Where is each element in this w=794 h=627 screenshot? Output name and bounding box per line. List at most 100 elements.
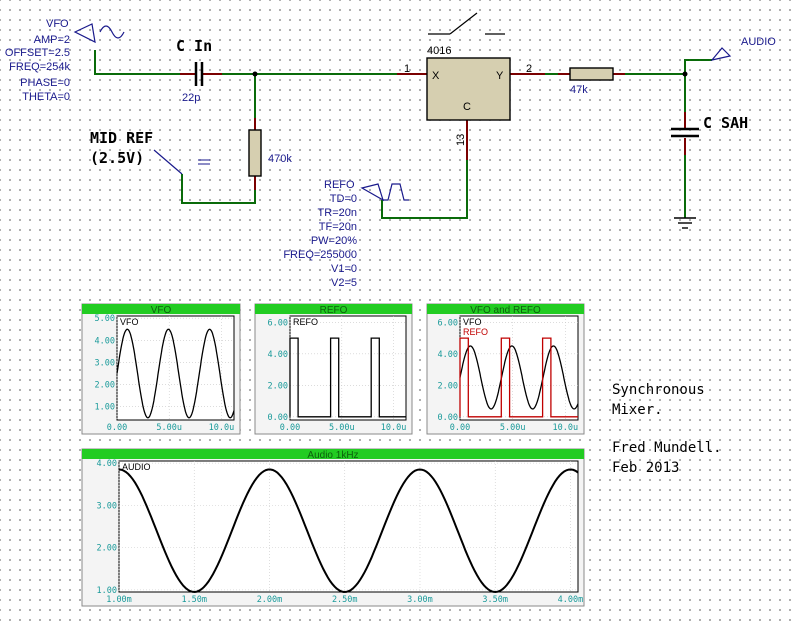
y-tick-label: 4.00 bbox=[438, 350, 458, 360]
mid-ref-label: MID REF bbox=[90, 129, 153, 147]
graph-panel[interactable]: Audio 1kHz 1.00 2.00 3.00 4.00 1.00m 1.50m 2.00… bbox=[81, 448, 585, 607]
plot-area bbox=[118, 460, 579, 593]
y-tick-label: 3.00 bbox=[97, 501, 117, 511]
cin-label: C In bbox=[176, 37, 212, 55]
graph-title: VFO bbox=[151, 305, 172, 316]
y-tick-label: 2.00 bbox=[438, 381, 458, 391]
capacitor-cin[interactable] bbox=[194, 62, 204, 86]
audio-label: AUDIO bbox=[741, 36, 776, 48]
y-tick-label: 2.00 bbox=[95, 381, 115, 391]
y-tick-label: 2.00 bbox=[268, 381, 288, 391]
ic-pin-c: C bbox=[463, 101, 471, 113]
notes: Synchronous Mixer. Fred Mundell. Feb 201… bbox=[612, 382, 722, 476]
x-tick-label: 0.00 bbox=[280, 423, 300, 433]
x-tick-label: 0.00 bbox=[107, 423, 127, 433]
graphs: VFO 1.00 2.00 3.00 4.00 5.00 0.00 5.00u 10.0u VFO… bbox=[81, 303, 585, 607]
refo-param: V1=0 bbox=[331, 263, 357, 275]
graph-titlebar bbox=[255, 304, 412, 314]
series-legend: REFO bbox=[463, 327, 488, 337]
pin-2: 2 bbox=[526, 63, 532, 75]
x-tick-label: 2.00m bbox=[257, 595, 283, 605]
refo-param: FREQ=255000 bbox=[283, 249, 357, 261]
refo-source-icon[interactable] bbox=[360, 183, 409, 202]
y-tick-label: 4.00 bbox=[97, 459, 117, 469]
ground-icon bbox=[674, 217, 696, 229]
audio-terminal-icon[interactable] bbox=[710, 47, 732, 61]
series-trace bbox=[459, 345, 579, 410]
x-tick-label: 5.00u bbox=[156, 423, 182, 433]
graph-titlebar bbox=[82, 449, 584, 459]
x-tick-label: 5.00u bbox=[500, 423, 526, 433]
ic-4016[interactable] bbox=[426, 57, 511, 121]
plot-area bbox=[116, 315, 235, 421]
graph-title: Audio 1kHz bbox=[307, 450, 358, 461]
y-tick-label: 3.00 bbox=[95, 358, 115, 368]
switch-icon bbox=[428, 12, 505, 35]
graph-title: REFO bbox=[320, 305, 348, 316]
x-tick-label: 5.00u bbox=[329, 423, 355, 433]
series-legend: REFO bbox=[293, 317, 318, 327]
refo-param: TF=20n bbox=[319, 221, 357, 233]
note-author: Fred Mundell. bbox=[612, 440, 722, 456]
refo-label: REFO bbox=[324, 179, 355, 191]
vfo-params: AMP=2 OFFSET=2.5 FREQ=254k PHASE=0 THETA… bbox=[5, 34, 71, 103]
x-tick-label: 10.0u bbox=[553, 423, 579, 433]
x-tick-label: 2.50m bbox=[332, 595, 358, 605]
refo-param: PW=20% bbox=[311, 235, 357, 247]
ic-pin-x: X bbox=[432, 70, 440, 82]
graph-title: VFO and REFO bbox=[470, 305, 541, 316]
series-trace bbox=[116, 328, 235, 419]
r2-value: 47k bbox=[570, 84, 588, 96]
resistor-47k[interactable] bbox=[569, 67, 614, 81]
vfo-param: FREQ=254k bbox=[9, 61, 70, 73]
plot-area bbox=[459, 315, 579, 421]
x-tick-label: 0.00 bbox=[450, 423, 470, 433]
graph-panel[interactable]: REFO 0.00 2.00 4.00 6.00 0.00 5.00u 10.0u REFO bbox=[254, 303, 413, 435]
cin-value: 22p bbox=[182, 92, 200, 104]
y-tick-label: 5.00 bbox=[95, 314, 115, 324]
y-tick-label: 4.00 bbox=[268, 350, 288, 360]
refo-param: V2=5 bbox=[331, 277, 357, 289]
vfo-param: PHASE=0 bbox=[20, 77, 70, 89]
x-tick-label: 1.50m bbox=[181, 595, 207, 605]
y-tick-label: 0.00 bbox=[438, 413, 458, 423]
ic-pin-y: Y bbox=[496, 70, 504, 82]
refo-params: TD=0 TR=20n TF=20n PW=20% FREQ=255000 V1… bbox=[283, 193, 357, 289]
y-tick-label: 0.00 bbox=[268, 413, 288, 423]
y-tick-label: 6.00 bbox=[268, 318, 288, 328]
x-tick-label: 1.00m bbox=[106, 595, 132, 605]
wires bbox=[94, 50, 712, 219]
capacitor-csah[interactable] bbox=[671, 127, 699, 138]
series-trace bbox=[289, 337, 406, 418]
plot-area bbox=[289, 315, 407, 421]
series-trace bbox=[459, 337, 578, 418]
refo-param: TR=20n bbox=[318, 207, 357, 219]
mid-ref-voltage: (2.5V) bbox=[90, 149, 144, 167]
x-tick-label: 10.0u bbox=[209, 423, 235, 433]
refo-param: TD=0 bbox=[330, 193, 357, 205]
dc-source-icon[interactable] bbox=[153, 149, 210, 175]
pin-13: 13 bbox=[455, 134, 467, 146]
x-tick-label: 10.0u bbox=[381, 423, 407, 433]
series-legend: AUDIO bbox=[122, 462, 151, 472]
y-tick-label: 1.00 bbox=[97, 586, 117, 596]
note-title: Synchronous bbox=[612, 382, 705, 398]
graph-titlebar bbox=[82, 304, 240, 314]
note-subtitle: Mixer. bbox=[612, 402, 663, 418]
graph-titlebar bbox=[427, 304, 584, 314]
vfo-source-icon[interactable] bbox=[73, 23, 125, 44]
series-trace bbox=[118, 468, 579, 594]
x-tick-label: 4.00m bbox=[558, 595, 584, 605]
y-tick-label: 2.00 bbox=[97, 544, 117, 554]
ic-name: 4016 bbox=[427, 45, 451, 57]
note-date: Feb 2013 bbox=[612, 460, 679, 476]
csah-label: C SAH bbox=[703, 114, 748, 132]
x-tick-label: 3.50m bbox=[482, 595, 508, 605]
y-tick-label: 1.00 bbox=[95, 403, 115, 413]
vfo-label: VFO bbox=[46, 18, 69, 30]
pin-1: 1 bbox=[404, 63, 410, 75]
resistor-470k[interactable] bbox=[248, 129, 262, 177]
